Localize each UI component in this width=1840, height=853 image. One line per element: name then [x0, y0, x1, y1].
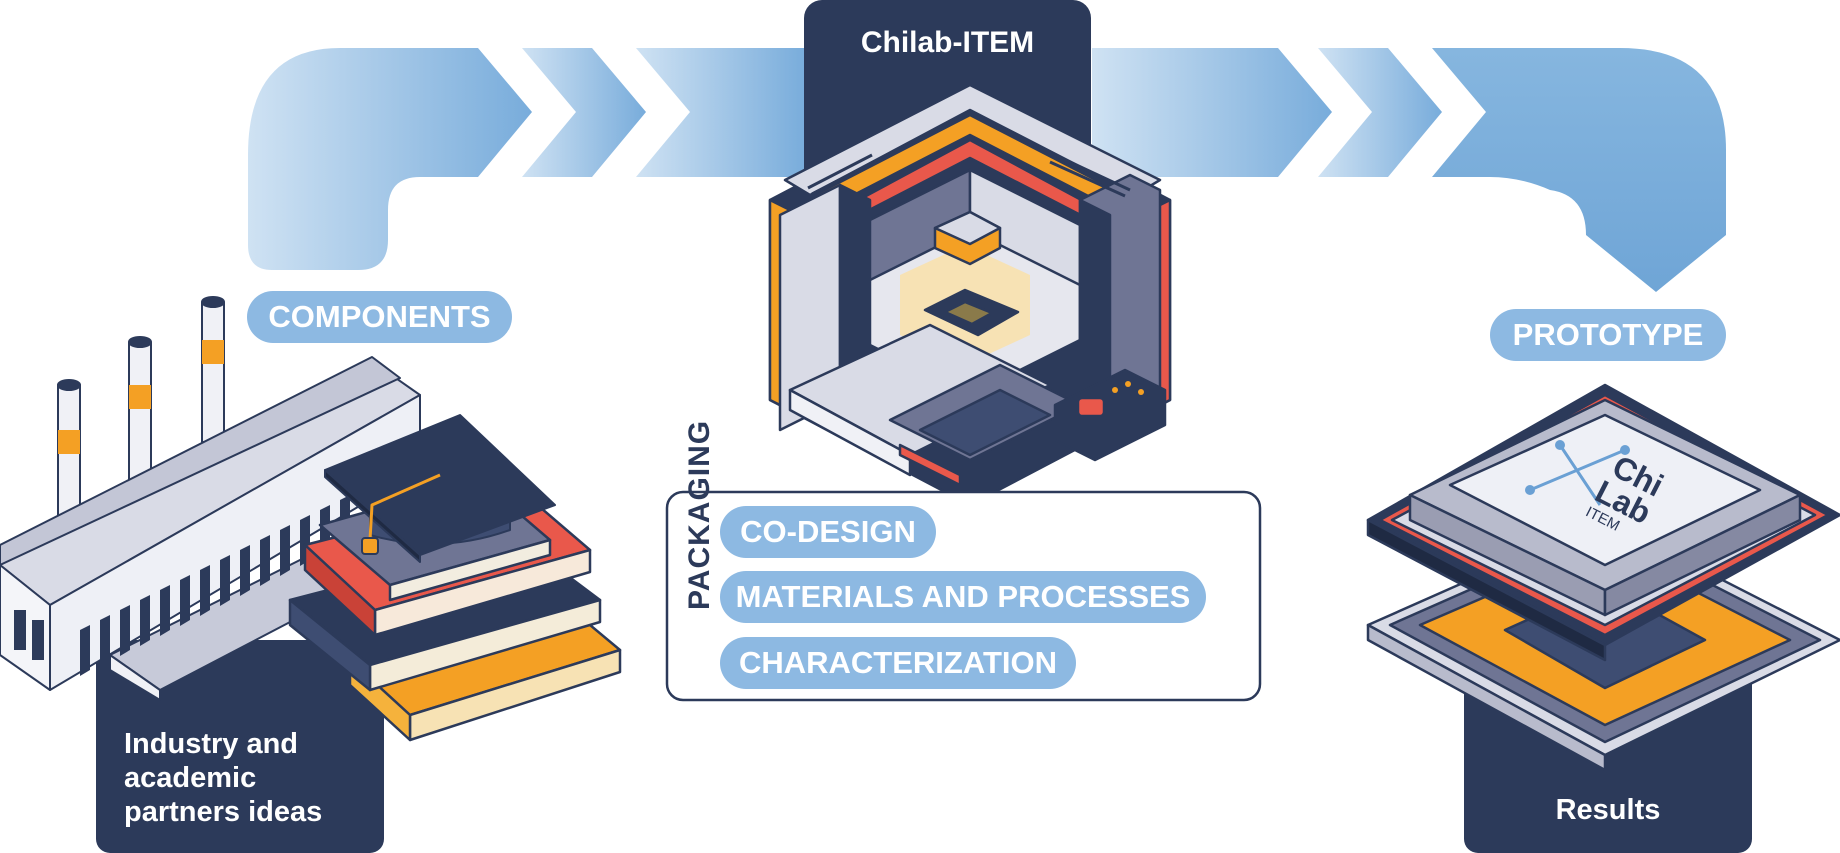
- right-panel-label: Results: [1555, 794, 1661, 826]
- graduation-cap-icon: [324, 414, 556, 563]
- packaging-item-materials: MATERIALS AND PROCESSES: [720, 571, 1206, 623]
- packaging-item-co-design: CO-DESIGN: [720, 506, 936, 558]
- cpu-chip-icon: [1366, 383, 1840, 772]
- flow-arrow-icon: [248, 48, 1726, 292]
- left-panel-text: Industry and academic partners ideas: [124, 727, 374, 829]
- packaging-label: PACKAGING: [683, 419, 716, 610]
- books-icon: [288, 478, 622, 742]
- chip-machine-icon: [768, 83, 1172, 507]
- packaging-item-characterization: CHARACTERIZATION: [720, 637, 1076, 689]
- left-panel-line: academic: [124, 762, 257, 794]
- left-panel: [96, 640, 384, 853]
- left-panel-line: Industry and: [124, 728, 299, 760]
- machine-vents: [807, 153, 1131, 198]
- factory-icon: [0, 296, 421, 701]
- hub-title: Chilab-ITEM: [860, 26, 1035, 59]
- left-panel-line: partners ideas: [124, 796, 323, 828]
- components-pill: COMPONENTS: [247, 291, 512, 343]
- prototype-pill: PROTOTYPE: [1490, 309, 1726, 361]
